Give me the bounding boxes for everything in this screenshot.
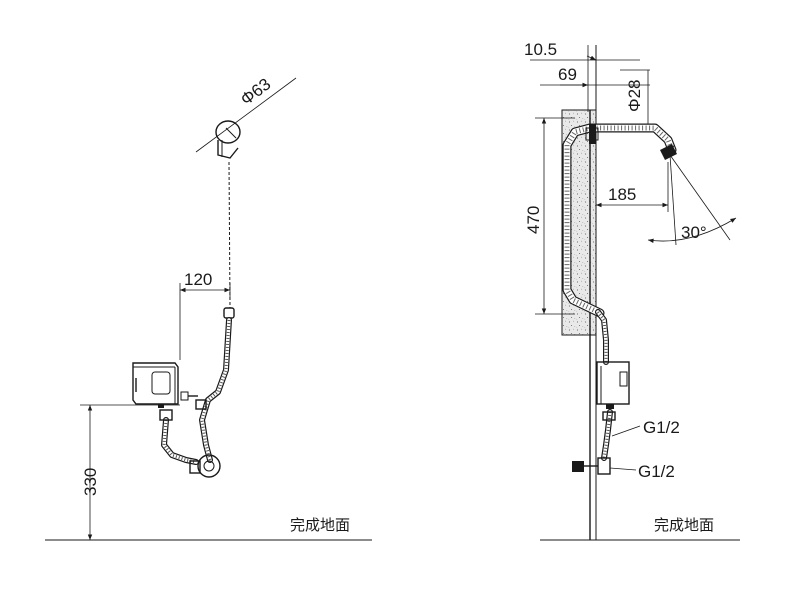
left-view: 完成地面 330 120 Φ63 <box>45 74 372 541</box>
right-wall-offset-inner: 69 <box>558 65 577 84</box>
left-diameter-leader <box>195 77 297 153</box>
right-pipe-height: 470 <box>524 206 543 234</box>
right-wall-bracket <box>589 124 596 144</box>
right-wall-offset-outer: 10.5 <box>524 40 557 59</box>
left-box-inlet <box>195 399 207 410</box>
left-spout-diameter: Φ63 <box>237 74 274 109</box>
right-connector-upper: G1/2 <box>643 418 680 437</box>
right-floor-label: 完成地面 <box>654 516 714 534</box>
left-lower-hose <box>161 417 199 465</box>
right-outlet-diameter: Φ28 <box>625 80 644 112</box>
right-spray-angle: 30° <box>681 223 707 242</box>
right-control-box <box>596 361 630 409</box>
left-centre-line <box>228 161 231 309</box>
right-connector-upper-leader <box>611 425 641 437</box>
left-mounting-height: 330 <box>81 468 100 496</box>
left-horizontal-offset: 120 <box>184 270 212 289</box>
right-connector-lower: G1/2 <box>638 462 675 481</box>
right-view: 完成地面 10.5 69 Φ28 470 <box>524 40 740 541</box>
right-connector-lower-leader <box>609 467 637 471</box>
left-spout <box>215 120 241 159</box>
right-spray-angle-arc <box>647 217 737 244</box>
right-spout-head <box>660 144 677 160</box>
left-upper-nut <box>223 307 235 319</box>
left-angle-valve <box>189 454 221 478</box>
right-spout-reach: 185 <box>608 185 636 204</box>
right-spray-line-b <box>669 154 677 246</box>
left-box-outlet <box>159 409 173 421</box>
left-control-box <box>132 362 189 408</box>
left-floor-label: 完成地面 <box>290 516 350 534</box>
right-angle-valve <box>572 457 611 475</box>
